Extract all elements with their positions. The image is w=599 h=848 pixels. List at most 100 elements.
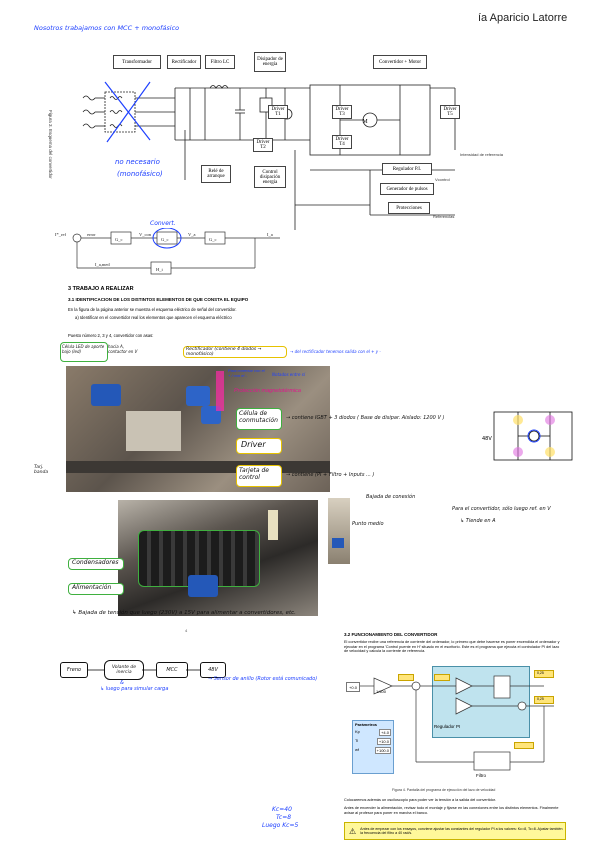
mid-page-mark: 4 — [185, 628, 188, 633]
chain-note-sensor: → Sensor de anillo (Rotor está comunicad… — [208, 676, 318, 682]
callout-alimentacion: Alimentación — [68, 583, 124, 595]
warning-icon: ⚠ — [349, 826, 357, 836]
chain-freno: Freno — [60, 662, 88, 678]
labview-diagram: Regulador PI +0.0 1/400 0,25 0,25 Filtr — [344, 662, 566, 784]
annotation-convert: Convert. — [150, 220, 176, 227]
param-kp-value[interactable]: +4.0 — [379, 729, 391, 736]
annotation-monofasico: (monofásico) — [117, 170, 163, 178]
note-proteccion: Protección magnetotérmica — [234, 388, 301, 394]
control-block-diagram: Convert. I*_ref error G_c V_con G_c V_a … — [55, 220, 285, 280]
box-control-disipacion: Control disipación energía — [254, 166, 286, 188]
bd-label-gc2: G_c — [161, 237, 169, 242]
annotation-no-necesario: no necesario — [115, 158, 160, 166]
bd-label-ia: I_a — [267, 232, 273, 237]
note-tiende-a: ↳ Tiende en A — [460, 518, 496, 524]
bd-label-gc1: G_c — [115, 237, 123, 242]
callout-tarjeta-text: Tarjeta de control — [239, 467, 269, 481]
section-32-p2: Colocaremos además un osciloscopio para … — [344, 798, 496, 802]
limit-1: 0,25 — [534, 670, 554, 678]
chain-mcc: MCC — [156, 662, 188, 678]
chain-svg — [88, 669, 200, 671]
callout-driver: Driver — [236, 438, 282, 454]
callout-rectificador: Rectificador (contiene 4 diodos → monofá… — [183, 346, 287, 358]
section-3-title: 3 TRABAJO A REALIZAR — [68, 286, 134, 292]
warning-text: Antes de empezar con los ensayos, convie… — [360, 826, 563, 835]
box-regulador-pi: Regulador P.I. — [382, 163, 432, 175]
param-wf-value[interactable]: +100.0 — [374, 747, 391, 754]
callout-rectificador-text: Rectificador (contiene 4 diodos → monofá… — [186, 347, 262, 357]
param-wf-label: wf — [355, 747, 359, 752]
note-punto-medio: Punto medio — [352, 521, 384, 527]
box-protecciones: Protecciones — [388, 202, 430, 214]
section-31-title: 3.1 IDENTIFICACION DE LOS DISTINTOS ELEM… — [68, 297, 249, 302]
puesto-text: Puesto número 2, 3 y 4, convertidor con … — [68, 333, 154, 338]
bd-label-iamed: I_a,med — [95, 262, 110, 268]
author-name: ía Aparicio Latorre — [478, 12, 568, 24]
note-hacia-a: hacia A, contactor en V — [108, 344, 138, 354]
callout-condensadores-text: Condensadores — [72, 559, 119, 566]
chain-note-carga: ↳ luego para simular carga — [100, 686, 169, 692]
note-celula-desc: → contiene IGBT + 3 diodos ( Base de dis… — [286, 415, 445, 421]
box-disipador: Disipador de energía — [254, 52, 286, 72]
handwritten-note-top: Nosotros trabajamos con MCC + monofásico — [34, 24, 180, 32]
callout-celula-text: Célula de conmutación — [239, 410, 278, 424]
section-3-line2: a) Identificar en el convertidor real lo… — [75, 315, 232, 320]
box-driver-t1: Driver T1 — [268, 105, 288, 119]
callout-celda-led: Célula LED de aporte bajo (led) — [60, 342, 108, 362]
parametros-title: Parámetros — [355, 722, 378, 727]
box-transformador: Transformador — [113, 55, 161, 69]
note-bajada-conexion: Bajada de conexión — [366, 494, 416, 500]
parametros-panel: Parámetros Kp+4.0 Ti+10.0 wf+100.0 — [352, 720, 394, 774]
param-ti-value[interactable]: +10.0 — [376, 738, 391, 745]
box-filtro-lc: Filtro LC — [205, 55, 235, 69]
tag-2 — [434, 674, 450, 681]
filtro-label: Filtro — [476, 773, 486, 778]
labview-wires — [358, 675, 554, 771]
voltage-label: 48V — [482, 436, 492, 442]
label-referencias: Referencias — [433, 214, 455, 219]
callout-celula: Célula de conmutación — [236, 408, 282, 430]
callout-celda-led-text: Célula LED de aporte bajo (led) — [62, 344, 105, 354]
box-rectificador: Rectificador — [167, 55, 201, 69]
figure-3-schematic: Figura 3. Esquema del convertidor Transf… — [48, 50, 525, 235]
warning-box: ⚠ Antes de empezar con los ensayos, conv… — [344, 822, 566, 840]
bd-label-gc3: G_c — [209, 237, 217, 242]
box-convertidor-motor: Convertidor + Motor — [373, 55, 427, 69]
chain-note-amp: & — [120, 680, 124, 686]
box-driver-t3: Driver T3 — [332, 105, 352, 119]
note-luego-kc5: Luego Kc=5 — [262, 822, 299, 829]
section-3-line1: En la figura de la página anterior se mu… — [68, 307, 237, 312]
figure-4-caption: Figura 4. Pantalla del programa de ejecu… — [392, 788, 496, 792]
note-notados: Notados entre sí — [272, 372, 305, 377]
tag-1 — [398, 674, 414, 681]
chain-48v: 48V — [200, 662, 226, 678]
bd-label-error: error — [87, 232, 96, 237]
figure-3-side-label: Figura 3. Esquema del convertidor — [48, 110, 53, 179]
param-kp-label: Kp — [355, 729, 360, 734]
section-32-p1: El convertidor recibe una referencia de … — [344, 640, 560, 654]
box-driver-t2: Driver T2 — [253, 138, 273, 152]
callout-condensadores: Condensadores — [68, 558, 124, 570]
gain-label: 1/400 — [376, 689, 387, 694]
tag-3 — [514, 742, 534, 749]
regulador-pi-label: Regulador PI — [434, 724, 461, 729]
bd-label-hi: H_i — [156, 267, 163, 272]
note-bajada: ↳ Bajada de tensión que luego (230V) a 1… — [72, 610, 296, 616]
mechanical-chain: Freno Volante de inercia MCC 48V & — [60, 660, 240, 700]
label-vcontrol: Vcontrol — [435, 177, 450, 182]
limit-2: 0,25 — [534, 696, 554, 704]
photo-conexion — [328, 498, 350, 564]
callout-alimentacion-text: Alimentación — [72, 584, 112, 591]
bd-label-vcon: V_con — [139, 232, 152, 237]
callout-driver-text: Driver — [241, 440, 266, 449]
bd-label-iref: I*_ref — [55, 232, 66, 237]
note-kc40: Kc=40 — [272, 806, 292, 813]
note-tc8: Tc=8 — [276, 814, 292, 821]
h-bridge-sketch: 48V — [482, 411, 573, 461]
photo-convertidor — [66, 366, 330, 492]
box-generador-pulsos: Generador de pulsos — [380, 183, 434, 195]
note-tarj-banda: Tarj. banda — [34, 465, 49, 475]
section-32-p3: Antes de encender la alimentación, revis… — [344, 806, 559, 815]
bd-label-va: V_a — [188, 232, 196, 237]
circuit-svg: M — [82, 81, 456, 230]
